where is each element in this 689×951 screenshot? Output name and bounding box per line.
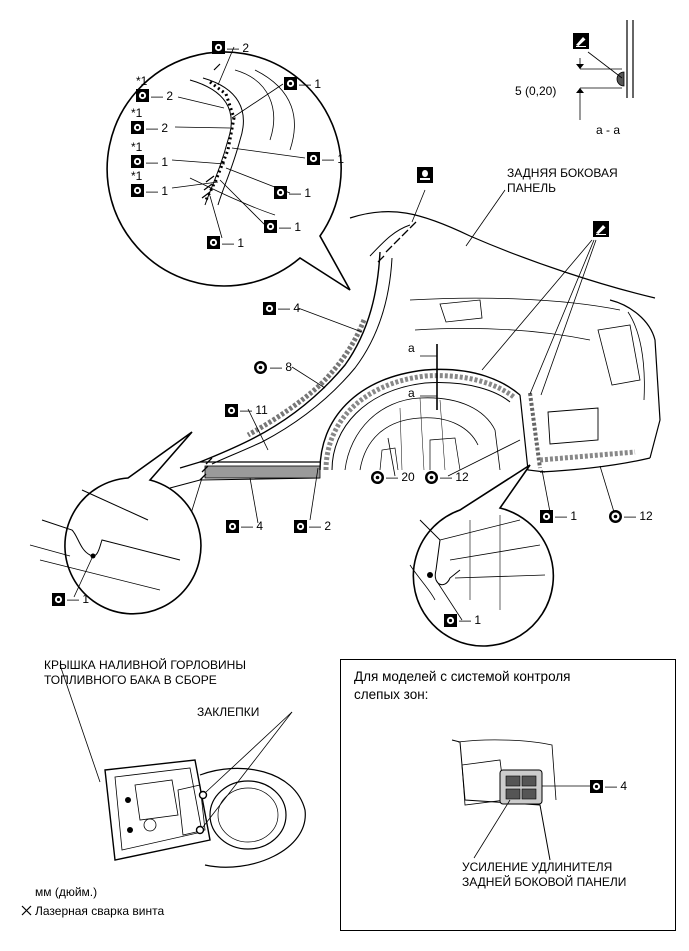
callout-text: — 4 [278, 301, 301, 315]
note-mark: *1 [131, 169, 143, 183]
rear-side-panel-label: ЗАДНЯЯ БОКОВАЯ [507, 166, 618, 180]
callout-text: — 1 [146, 184, 169, 198]
callout-text: — 2 [146, 121, 169, 135]
callout-text: — 1 [289, 186, 312, 200]
fuel-lid-label: ТОПЛИВНОГО БАКА В СБОРЕ [44, 673, 217, 687]
callout-text: — 1 [322, 152, 345, 166]
laser-weld-legend: Лазерная сварка винта [35, 904, 165, 918]
section-dimension: 5 (0,20) [515, 84, 557, 98]
blind-spot-inset-art [451, 739, 603, 861]
reinforcement-label: УСИЛЕНИЕ УДЛИНИТЕЛЯ [462, 860, 613, 874]
detail-circle-left [29, 431, 202, 615]
callout-text: — 8 [270, 360, 293, 374]
callout-text: — 2 [151, 89, 174, 103]
callout-text: — 12 [440, 470, 469, 484]
callout-text: — 1 [555, 509, 578, 523]
rear-side-panel-label: ПАНЕЛЬ [507, 181, 557, 195]
callout-text: — 1 [146, 155, 169, 169]
inset-title: Для моделей с системой контроля [354, 669, 571, 684]
callout-text: — 20 [386, 470, 415, 484]
fuel-lid-assembly [59, 664, 306, 868]
callout-text: — 1 [279, 220, 302, 234]
rivets-label: ЗАКЛЕПКИ [197, 705, 260, 719]
detail-circle-top [106, 41, 351, 291]
callout-text: — 2 [309, 519, 332, 533]
units-note: мм (дюйм.) [35, 885, 98, 899]
laser-weld-cross-icon [21, 905, 32, 916]
detail-circle-right [409, 464, 555, 647]
note-mark: *1 [136, 74, 148, 88]
note-mark: *1 [131, 106, 143, 120]
inset-title: слепых зон: [354, 687, 429, 702]
callout-text: — 12 [624, 509, 653, 523]
callout-text: — 1 [299, 77, 322, 91]
section-marker: a [408, 386, 415, 400]
blind-spot-inset-frame [340, 659, 676, 931]
callout-text: — 1 [459, 613, 482, 627]
callout-text: — 1 [222, 236, 245, 250]
section-a-a [572, 20, 634, 120]
car-body-main [169, 167, 661, 538]
callout-text: — 2 [227, 41, 250, 55]
callout-text: — 11 [240, 403, 268, 417]
callout-text: — 4 [605, 779, 628, 793]
callout-text: — 1 [67, 592, 90, 606]
section-title: a - a [596, 123, 621, 137]
callout-text: — 4 [241, 519, 264, 533]
reinforcement-label: ЗАДНЕЙ БОКОВОЙ ПАНЕЛИ [462, 875, 627, 889]
note-mark: *1 [131, 140, 143, 154]
fuel-lid-label: КРЫШКА НАЛИВНОЙ ГОРЛОВИНЫ [44, 658, 246, 672]
section-marker: a [408, 341, 415, 355]
